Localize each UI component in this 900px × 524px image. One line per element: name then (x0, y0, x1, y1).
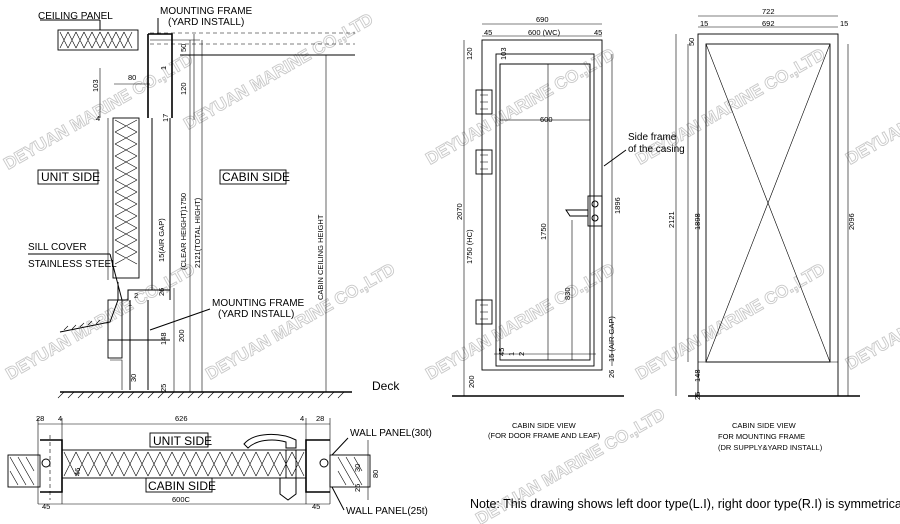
unit-side-label: UNIT SIDE (41, 170, 100, 184)
dim: 4 (96, 114, 100, 123)
dim: 50 (179, 44, 188, 52)
dim: 120 (465, 47, 474, 60)
dim: 80 (128, 73, 136, 82)
dim: 1750 (HC) (465, 229, 474, 264)
dim: 17 (161, 114, 170, 122)
dim: 120 (179, 82, 188, 95)
side-frame-label: Side frame (628, 132, 677, 143)
mounting-frame-top-label: MOUNTING FRAME (160, 6, 253, 17)
ceiling-panel (57, 29, 139, 51)
dim: 1 (128, 299, 132, 308)
dim: 28 (316, 414, 324, 423)
dim: 30 (129, 374, 138, 382)
wall-panel-section (112, 117, 140, 279)
dim: 4 (58, 414, 62, 423)
dim: 103 (499, 47, 508, 60)
dim: 2 (517, 352, 526, 356)
view2-title: CABIN SIDE VIEW (732, 421, 797, 430)
dim: 50 (687, 38, 696, 46)
dim: 15 (700, 19, 708, 28)
dim: 80 (371, 470, 380, 478)
dim: 26 (157, 288, 166, 296)
stainless-steel-label: STAINLESS STEEL (28, 259, 117, 270)
dim: 103 (91, 79, 100, 92)
dim: 28 (36, 414, 44, 423)
door-frame-view: 690 45 600 (WC) 45 120 103 600 2070 1750… (452, 15, 685, 440)
watermark: DEYUAN MARINE CO.,LTD (203, 260, 399, 384)
dim: 1 (159, 66, 168, 70)
dim: 1750 (539, 223, 548, 240)
dim: 4 (300, 414, 304, 423)
dim: 692 (762, 19, 775, 28)
sill-cover-label: SILL COVER (28, 242, 87, 253)
watermark: DEYUAN MARINE CO.,LTD (423, 260, 619, 384)
total-height-dim: 2121(TOTAL HIGHT) (193, 197, 202, 268)
deck-label: Deck (372, 379, 400, 393)
watermark: DEYUAN MARINE CO.,LTD (633, 260, 829, 384)
view2-subtitle-2: (DR SUPPLY&YARD INSTALL) (718, 443, 823, 452)
watermark: DEYUAN MARINE CO.,LTD (843, 45, 900, 169)
drawing-note: Note: This drawing shows left door type(… (470, 497, 900, 511)
dim: 46 (73, 468, 82, 476)
view1-subtitle: (FOR DOOR FRAME AND LEAF) (488, 431, 601, 440)
cabin-side-plan-label: CABIN SIDE (148, 479, 216, 493)
dim: 690 (536, 15, 549, 24)
yard-install-top-label: (YARD INSTALL) (168, 17, 244, 28)
dim: 600 (540, 115, 553, 124)
dim: 45 (594, 28, 602, 37)
dim: 26 (607, 370, 616, 378)
dim: 2121 (667, 211, 676, 228)
air-gap-dim: 15(AIR GAP) (157, 218, 166, 262)
dim: 600 (WC) (528, 28, 561, 37)
dim: 25 (159, 384, 168, 392)
dim: 2070 (455, 203, 464, 220)
cabin-ceiling-height-dim: CABIN CEILING HEIGHT (316, 214, 325, 300)
dim: 200 (177, 329, 186, 342)
wall-panel-25-label: WALL PANEL(25t) (346, 506, 428, 517)
cabin-side-label: CABIN SIDE (222, 170, 290, 184)
dim: 200 (467, 375, 476, 388)
dim: 1898 (693, 213, 702, 230)
mounting-frame-mid-label: MOUNTING FRAME (212, 298, 305, 309)
dim: 600C (172, 495, 191, 504)
side-frame-casing-label: of the casing (628, 144, 685, 155)
dim: 148 (159, 332, 168, 345)
mounting-frame-view: 722 15 692 15 50 1898 2121 2096 148 25 C… (667, 7, 860, 452)
watermark: DEYUAN MARINE CO.,LTD (843, 250, 900, 374)
view2-subtitle: FOR MOUNTING FRAME (718, 432, 805, 441)
dim: 15 (AIR GAP) (607, 316, 616, 362)
dim: 45 (42, 502, 50, 511)
dim: 30 (353, 464, 362, 472)
dim: 15 (840, 19, 848, 28)
view1-title: CABIN SIDE VIEW (512, 421, 577, 430)
dim: 722 (762, 7, 775, 16)
section-view: CEILING PANEL MOUNTING FRAME (YARD INSTA… (28, 6, 400, 399)
dim: 45 (497, 348, 506, 356)
dim: 626 (175, 414, 188, 423)
dim: 25 (353, 484, 362, 492)
wall-panel-30-label: WALL PANEL(30t) (350, 428, 432, 439)
watermark: DEYUAN MARINE CO.,LTD (423, 45, 619, 169)
plan-view: 28 4 626 4 28 UNIT SIDE CABIN SIDE 46 30… (7, 414, 432, 517)
unit-side-plan-label: UNIT SIDE (153, 434, 212, 448)
dim: 2 (134, 291, 138, 300)
dim: 1 (507, 352, 516, 356)
dim: 2096 (847, 213, 856, 230)
ceiling-panel-label: CEILING PANEL (38, 11, 113, 22)
yard-install-mid-label: (YARD INSTALL) (218, 309, 294, 320)
dim: 148 (693, 369, 702, 382)
watermark: DEYUAN MARINE CO.,LTD (181, 10, 377, 134)
dim: 830 (563, 287, 572, 300)
watermark: DEYUAN MARINE CO.,LTD (3, 260, 199, 384)
dim: 1896 (613, 197, 622, 214)
dim: 45 (484, 28, 492, 37)
dim: 45 (312, 502, 320, 511)
clear-height-dim: (CLEAR HEIGHT)1750 (179, 193, 188, 270)
